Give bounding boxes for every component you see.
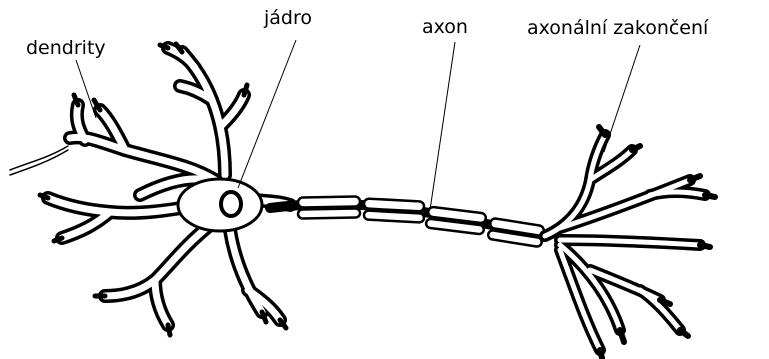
- axon-terminals: [545, 127, 715, 358]
- axon-terminals-leader-line: [604, 45, 640, 152]
- label-axon: axon: [422, 16, 468, 38]
- label-dendrites: dendrity: [26, 37, 106, 59]
- myelin-sheaths: [298, 196, 545, 247]
- nucleus: [221, 192, 241, 216]
- axon-leader-line: [430, 42, 455, 210]
- soma-and-dendrites: [10, 44, 290, 335]
- label-axon-terminals: axonální zakončení: [527, 17, 709, 39]
- nucleus-leader-line: [238, 40, 296, 188]
- label-nucleus: jádro: [263, 7, 312, 29]
- axon: [270, 196, 545, 247]
